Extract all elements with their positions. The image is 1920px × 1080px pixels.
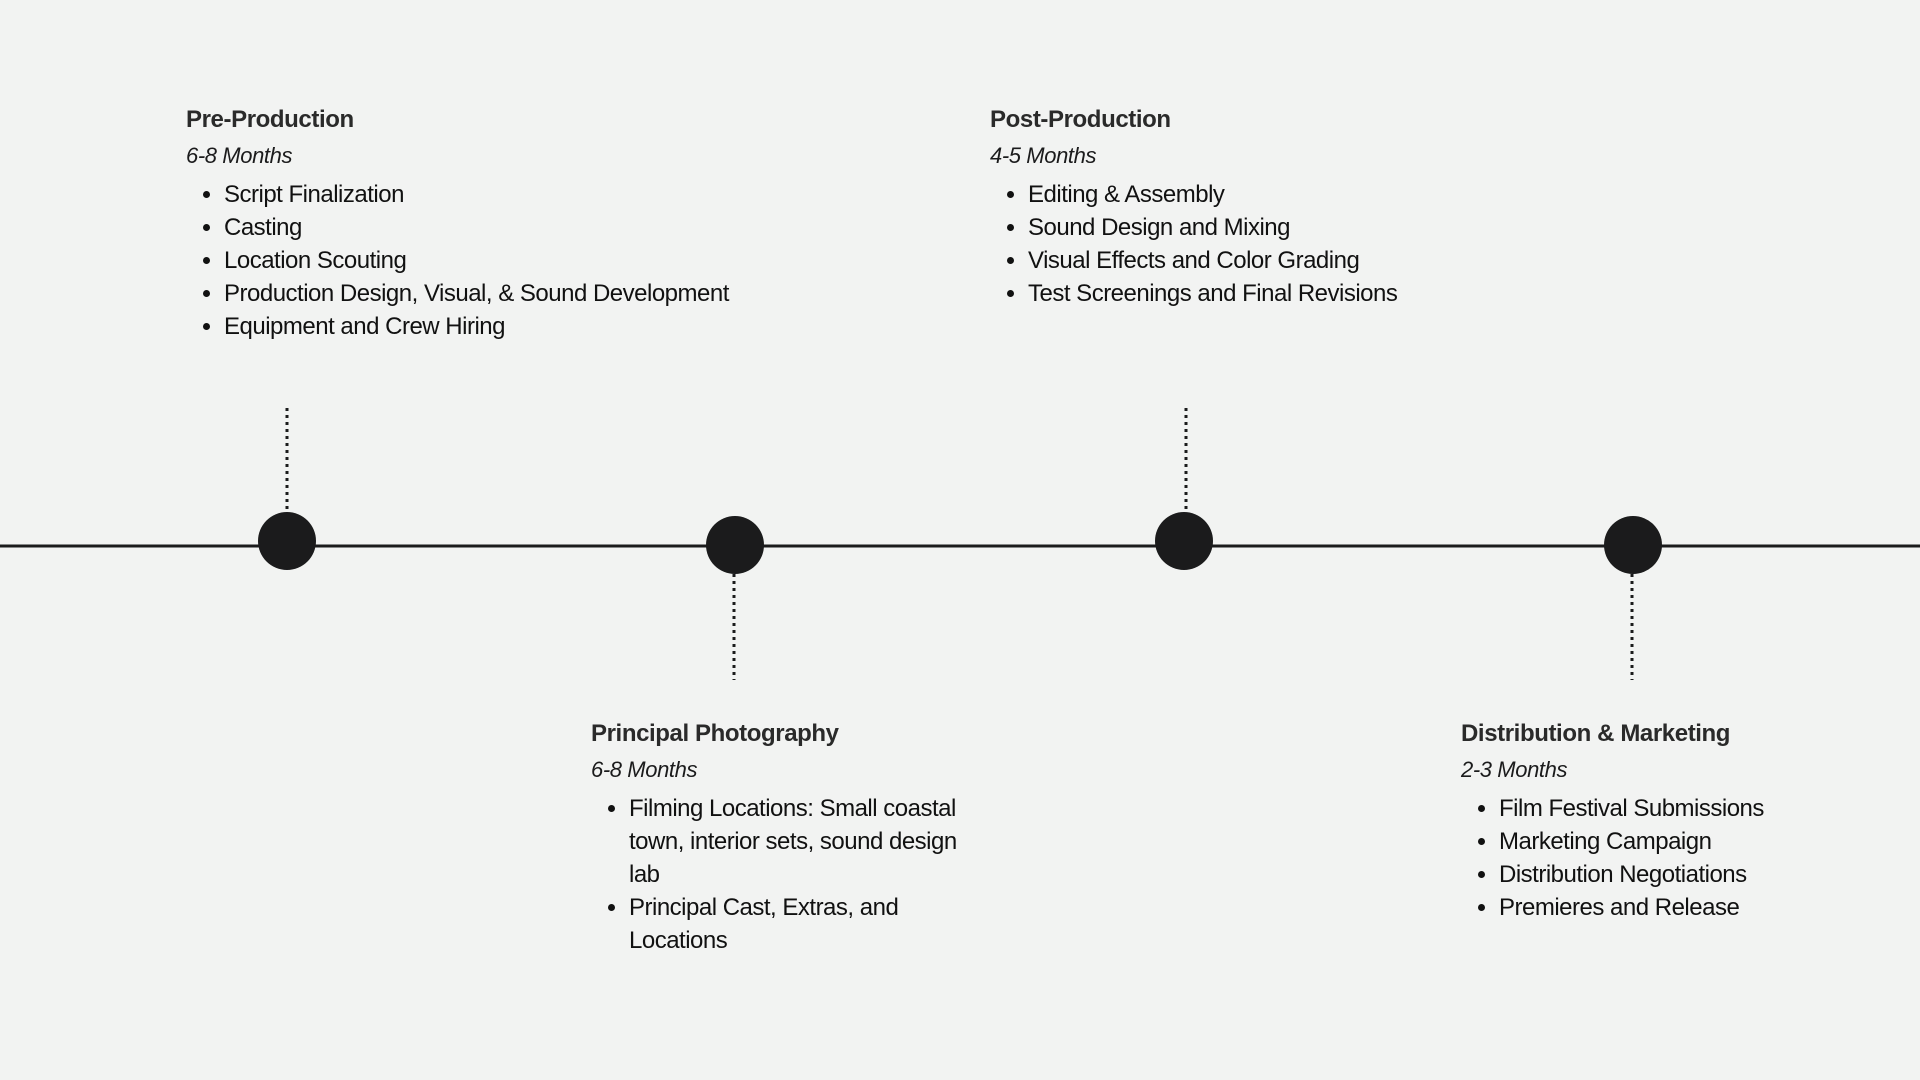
list-item: Premieres and Release xyxy=(1499,891,1881,924)
phase-title: Principal Photography xyxy=(591,720,839,747)
list-item: Distribution Negotiations xyxy=(1499,858,1881,891)
list-item: Sound Design and Mixing xyxy=(1028,211,1510,244)
phase-post-production: Post-Production 4-5 Months Editing & Ass… xyxy=(990,106,1510,310)
phase-distribution-marketing: Distribution & Marketing 2-3 Months Film… xyxy=(1461,720,1881,924)
node-principal-photography xyxy=(706,516,764,574)
phase-principal-photography: Principal Photography 6-8 Months Filming… xyxy=(591,720,991,957)
phase-duration: 6-8 Months xyxy=(186,143,293,168)
phase-duration: 4-5 Months xyxy=(990,143,1097,168)
list-item: Marketing Campaign xyxy=(1499,825,1881,858)
list-item: Editing & Assembly xyxy=(1028,178,1510,211)
node-pre-production xyxy=(258,512,316,570)
phase-task-list: Filming Locations: Small coastal town, i… xyxy=(591,792,991,957)
phase-task-list: Film Festival Submissions Marketing Camp… xyxy=(1461,792,1881,924)
list-item: Film Festival Submissions xyxy=(1499,792,1881,825)
list-item: Visual Effects and Color Grading xyxy=(1028,244,1510,277)
list-item: Casting xyxy=(224,211,806,244)
list-item: Production Design, Visual, & Sound Devel… xyxy=(224,277,806,310)
phase-title: Distribution & Marketing xyxy=(1461,720,1731,747)
list-item: Filming Locations: Small coastal town, i… xyxy=(629,792,991,891)
phase-duration: 6-8 Months xyxy=(591,757,698,782)
list-item: Equipment and Crew Hiring xyxy=(224,310,806,343)
phase-title: Post-Production xyxy=(990,106,1171,133)
list-item: Script Finalization xyxy=(224,178,806,211)
node-distribution-marketing xyxy=(1604,516,1662,574)
phase-pre-production: Pre-Production 6-8 Months Script Finaliz… xyxy=(186,106,806,343)
phase-task-list: Editing & Assembly Sound Design and Mixi… xyxy=(990,178,1510,310)
phase-duration: 2-3 Months xyxy=(1461,757,1568,782)
phase-task-list: Script Finalization Casting Location Sco… xyxy=(186,178,806,343)
list-item: Location Scouting xyxy=(224,244,806,277)
list-item: Test Screenings and Final Revisions xyxy=(1028,277,1510,310)
phase-title: Pre-Production xyxy=(186,106,354,133)
node-post-production xyxy=(1155,512,1213,570)
list-item: Principal Cast, Extras, and Locations xyxy=(629,891,991,957)
